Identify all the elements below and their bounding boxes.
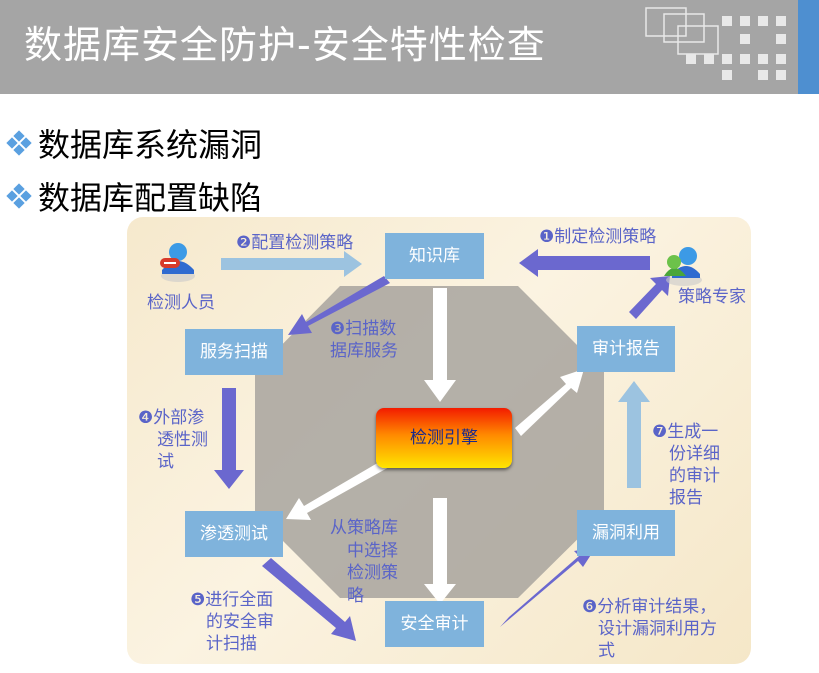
bullet-text: 数据库配置缺陷: [38, 179, 263, 217]
step-text: 分析审计结果，: [597, 597, 717, 617]
arrow-engine-to-pentest: [286, 458, 391, 520]
actor-expert-label: 策略专家: [678, 287, 746, 307]
node-penetration-test: 渗透测试: [185, 511, 283, 557]
step-number: ❹: [138, 408, 154, 428]
step-number: ❼: [652, 422, 668, 442]
node-security-audit: 安全审计: [385, 601, 484, 647]
step-text: 外部渗: [153, 408, 205, 428]
arrow-make-policy: [519, 249, 650, 277]
step-3-label: ❸扫描数 据库服务: [330, 318, 398, 362]
step-text: 生成一: [667, 422, 719, 442]
note-line: 中选择: [347, 540, 398, 561]
step-number: ❺: [190, 590, 206, 610]
step-text: 设计漏洞利用方: [598, 619, 717, 639]
arrow-engine-to-audit: [424, 498, 456, 604]
step-text: 制定检测策略: [554, 227, 657, 247]
step-5-label: ❺进行全面 的安全审 计扫描: [190, 589, 274, 655]
node-detection-engine: 检测引擎: [376, 408, 512, 468]
step-4-label: ❹外部渗 透性测 试: [138, 407, 208, 473]
node-service-scan: 服务扫描: [185, 329, 283, 375]
windows-user-green-icon: [664, 247, 702, 286]
step-6-label: ❻分析审计结果， 设计漏洞利用方 式: [582, 596, 717, 662]
actor-tester-label: 检测人员: [147, 293, 215, 313]
arrow-report-to-expert: [629, 276, 670, 319]
arrow-engine-to-report: [515, 369, 584, 436]
step-text: 透性测: [157, 430, 208, 450]
bullet-text: 数据库系统漏洞: [38, 126, 263, 164]
arrow-generate-report: [618, 381, 650, 488]
node-audit-report: 审计报告: [577, 326, 675, 372]
arrow-external-pentest: [214, 388, 244, 489]
step-text: 式: [598, 641, 615, 661]
step-number: ❶: [539, 227, 555, 247]
note-line: 检测策: [347, 563, 398, 583]
bullet-item-1: 数据库系统漏洞: [6, 120, 262, 166]
step-number: ❻: [582, 597, 598, 617]
bullet-item-2: 数据库配置缺陷: [6, 173, 262, 219]
step-text: 试: [157, 452, 174, 472]
step-number: ❷: [236, 233, 252, 253]
windows-user-red-icon: [160, 243, 195, 282]
node-vuln-exploit: 漏洞利用: [577, 510, 675, 556]
step-text: 据库服务: [330, 341, 398, 361]
step-text: 扫描数: [345, 319, 397, 339]
decorative-squares: [645, 7, 786, 80]
arrow-config-policy: [221, 251, 362, 277]
diamond-bullet-icon: [6, 130, 32, 156]
step-text: 的审计: [669, 466, 720, 486]
step-text: 配置检测策略: [251, 233, 354, 253]
header-accent-strip: [798, 0, 819, 94]
arrow-scan-service: [288, 276, 390, 335]
arrow-kb-to-engine: [424, 288, 456, 402]
step-1-label: ❶制定检测策略: [539, 226, 656, 248]
step-text: 的安全审: [206, 612, 274, 632]
step-text: 份详细: [669, 444, 720, 464]
arrow-full-audit-scan: [262, 558, 356, 641]
step-text: 进行全面: [205, 590, 274, 610]
note-line: 从策略库: [330, 518, 398, 538]
title-bar: 数据库安全防护-安全特性检查: [0, 0, 819, 94]
step-text: 报告: [669, 488, 703, 508]
node-knowledge-base: 知识库: [385, 233, 484, 279]
slide-title: 数据库安全防护-安全特性检查: [24, 23, 546, 67]
note-line: 略: [347, 585, 364, 606]
step-number: ❸: [330, 319, 346, 339]
step-text: 计扫描: [206, 634, 257, 654]
step-2-label: ❷配置检测策略: [236, 232, 353, 254]
diamond-bullet-icon: [6, 183, 32, 209]
step-7-label: ❼生成一 份详细 的审计 报告: [652, 421, 720, 509]
center-note: 从策略库 中选择 检测策 略: [330, 517, 398, 607]
